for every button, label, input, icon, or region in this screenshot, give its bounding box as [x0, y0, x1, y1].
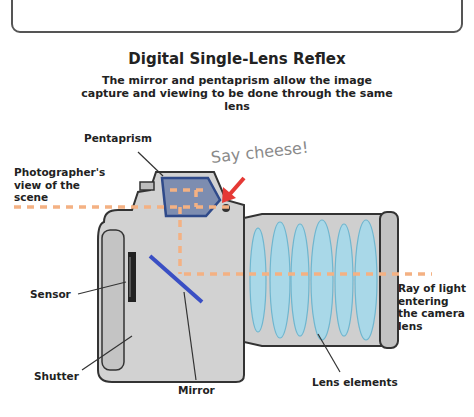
lens-elements: [250, 220, 377, 340]
camera-body: [98, 172, 244, 382]
part-label: Lens elements: [312, 376, 412, 389]
leader-lines: [78, 152, 340, 380]
pointer-arrowhead: [222, 187, 236, 203]
top-panel: [12, 0, 462, 32]
part-label: Ray of light entering the camera lens: [398, 282, 470, 332]
part-label: Photographer's view of the scene: [14, 166, 106, 204]
mirror: [150, 256, 202, 302]
diagram-caption: The mirror and pentaprism allow the imag…: [77, 74, 397, 114]
part-label: Mirror: [178, 384, 238, 397]
callout-note: Say cheese!: [210, 137, 321, 168]
pentaprism: [162, 178, 220, 216]
lens-rim: [380, 212, 398, 348]
part-label: Shutter: [34, 370, 94, 383]
part-label: Pentaprism: [84, 132, 174, 145]
part-label: Sensor: [30, 288, 90, 301]
lens-barrel: [244, 214, 396, 346]
pointer-arrow: [230, 178, 244, 194]
shutter-button: [140, 182, 154, 190]
sensor: [128, 252, 136, 302]
diagram-title: Digital Single-Lens Reflex: [40, 50, 434, 68]
